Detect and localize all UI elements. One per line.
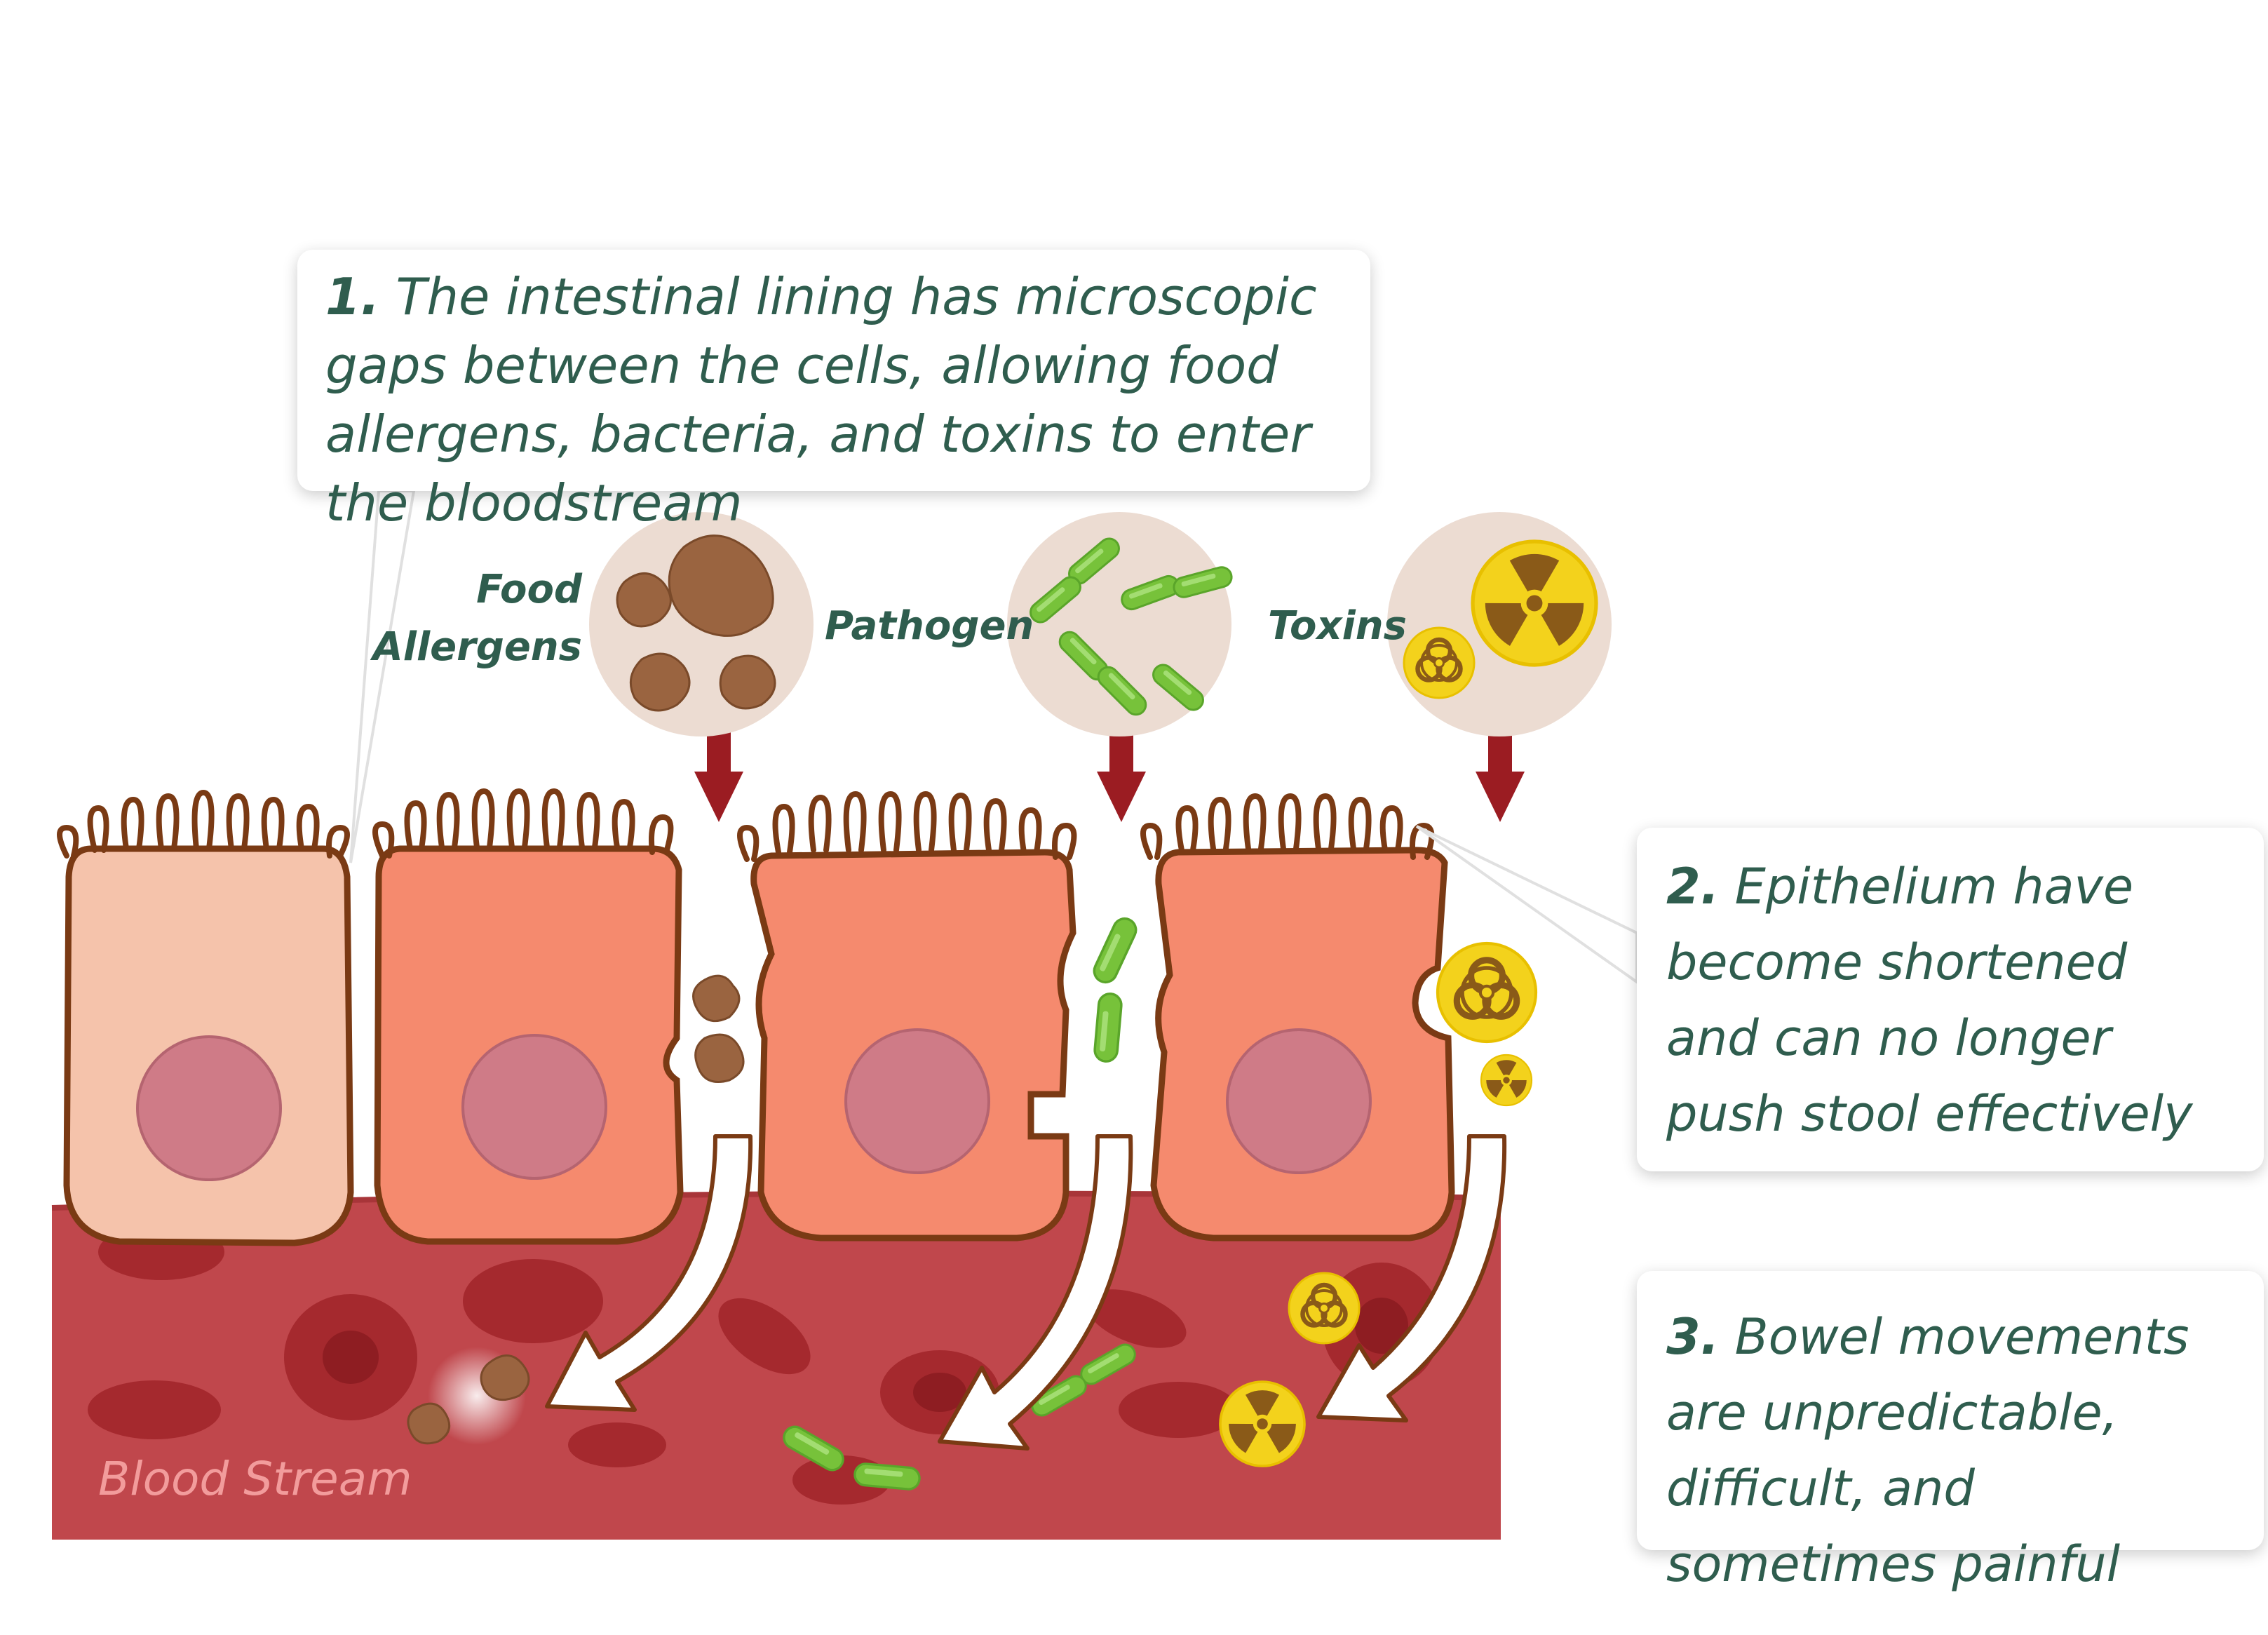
leak-arrows: [545, 1134, 1507, 1451]
epithelial-cell: [372, 788, 684, 1245]
biohazard-icon: [1289, 1273, 1359, 1343]
food-allergens-label: Food Allergens: [372, 567, 582, 670]
epithelial-cell: [737, 790, 1077, 1242]
callout-number: 3.: [1666, 1308, 1720, 1366]
radiation-icon: [1480, 1054, 1533, 1107]
allergens-in-blood: [407, 1347, 530, 1445]
callout-text: Bowel movements are unpredictable, diffi…: [1666, 1308, 2189, 1593]
epithelial-cell: [57, 789, 354, 1246]
callout-epithelium: 2. Epithelium have become shortened and …: [1637, 828, 2264, 1171]
epithelial-cell: [1140, 793, 1455, 1242]
pathogen-label: Pathogen: [825, 603, 1034, 649]
blood-stream: [51, 1190, 1501, 1540]
biohazard-icon: [1438, 943, 1536, 1042]
callout-bowel-movements: 3. Bowel movements are unpredictable, di…: [1637, 1271, 2264, 1593]
toxins-label: Toxins: [1268, 603, 1407, 649]
blood-stream-label: Blood Stream: [98, 1452, 412, 1506]
pathogen-bacteria-icon: [1007, 512, 1235, 736]
callout-pointers: [349, 490, 1638, 985]
entry-arrows: [694, 729, 1525, 822]
callout-text: Epithelium have become shortened and can…: [1666, 858, 2193, 1143]
radiation-icon: [1219, 1380, 1306, 1467]
food-allergen-icon: [589, 512, 814, 736]
leaking-pathogen: [1089, 913, 1141, 1064]
toxins-icon: [1387, 512, 1612, 736]
leaking-food-allergens: [692, 974, 745, 1083]
callout-number: 2.: [1666, 858, 1720, 915]
callout-intestinal-gaps: 1. The intestinal lining has microscopic…: [297, 250, 1370, 532]
callout-text: The intestinal lining has microscopic ga…: [325, 267, 1317, 532]
callout-number: 1.: [325, 267, 380, 326]
epithelial-cells: [57, 788, 1455, 1246]
